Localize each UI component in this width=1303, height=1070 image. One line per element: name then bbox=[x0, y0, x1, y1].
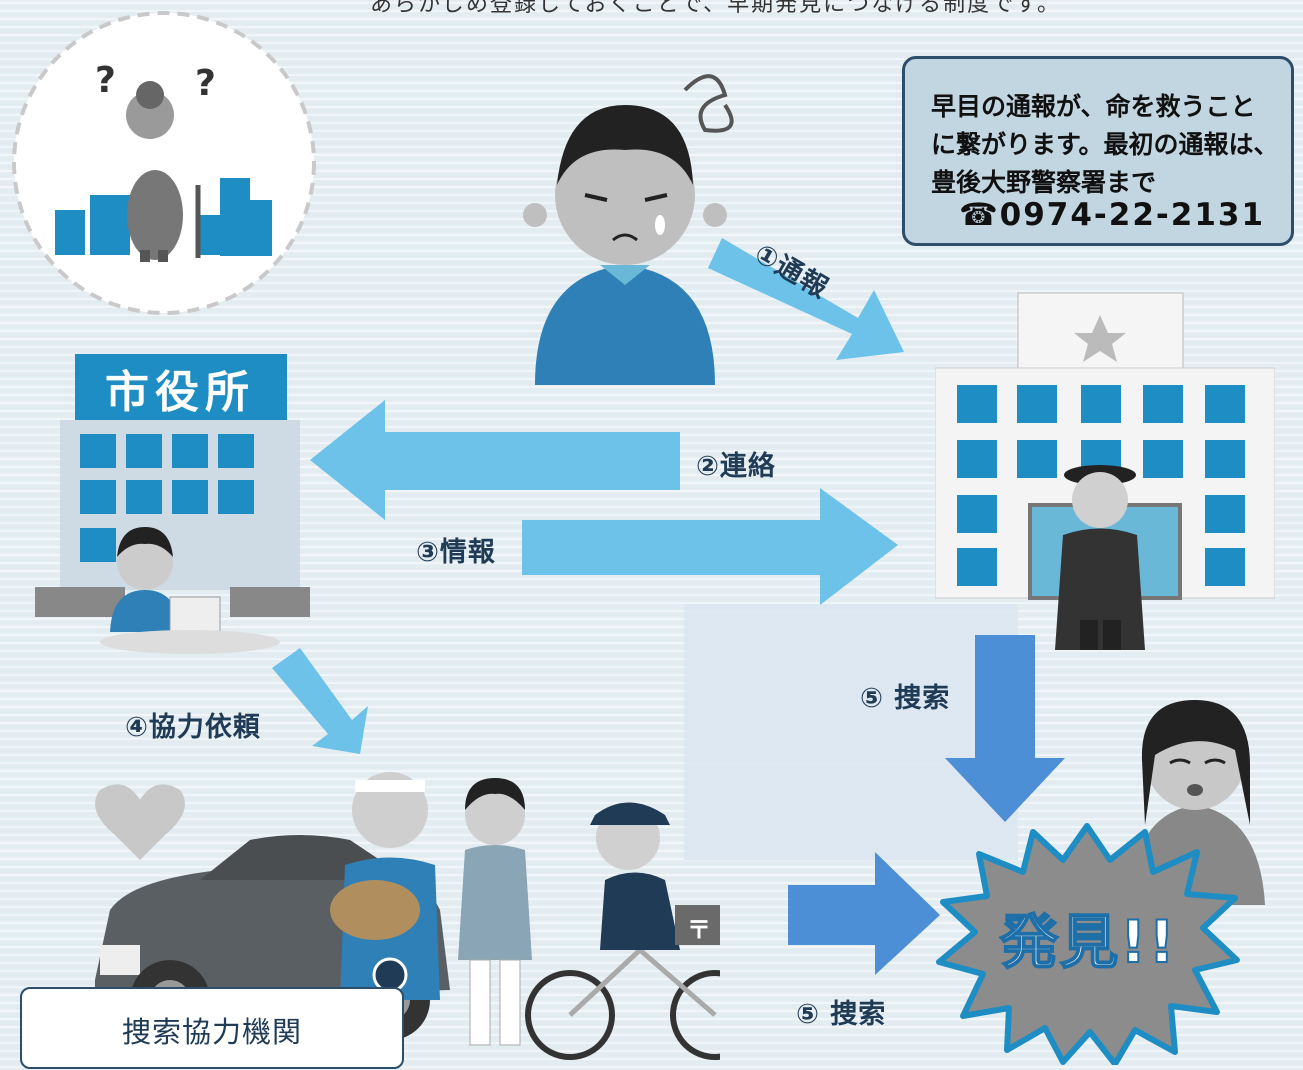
notice-line-3: 豊後大野警察署まで bbox=[931, 168, 1157, 197]
search-down-arrow bbox=[945, 635, 1065, 822]
phone-number: 0974-22-2131 bbox=[999, 197, 1266, 233]
found-text: 発見!! bbox=[999, 907, 1177, 977]
notice-phone[interactable]: ☎0974-22-2131 bbox=[959, 197, 1265, 233]
notice-line-1: 早目の通報が、命を救うこと bbox=[931, 92, 1256, 121]
svg-text:〒: 〒 bbox=[687, 916, 711, 944]
svg-text:?: ? bbox=[95, 60, 116, 101]
info-arrow bbox=[522, 488, 898, 605]
search-label-police: ⑤ 捜索 bbox=[860, 683, 951, 714]
phone-icon: ☎ bbox=[959, 197, 1000, 233]
notice-line-2: に繋がります。最初の通報は、 bbox=[931, 130, 1279, 159]
contact-label: ②連絡 bbox=[696, 451, 776, 482]
police-station-illustration bbox=[935, 292, 1275, 650]
request-arrow bbox=[272, 648, 368, 754]
request-label: ④協力依頼 bbox=[125, 712, 261, 743]
elderly-wandering-illustration: ? ? bbox=[12, 11, 316, 315]
search-right-arrow bbox=[788, 852, 940, 975]
city-hall-illustration bbox=[35, 354, 310, 654]
worried-person-illustration bbox=[523, 74, 734, 385]
search-label-agency: ⑤ 捜索 bbox=[796, 999, 887, 1030]
early-report-notice: 早目の通報が、命を救うこと に繋がります。最初の通報は、 豊後大野警察署まで ☎… bbox=[902, 56, 1294, 246]
contact-arrow bbox=[310, 400, 680, 520]
city-hall-sign: 市役所 bbox=[105, 367, 255, 418]
search-panel bbox=[684, 604, 1018, 860]
found-burst bbox=[936, 823, 1240, 1065]
search-agency-label-box: 捜索協力機関 bbox=[20, 987, 404, 1069]
info-label: ③情報 bbox=[416, 537, 496, 568]
top-caption: あらかじめ登録しておくことで、早期発見につなげる制度です。 bbox=[370, 0, 1061, 17]
report-arrow bbox=[708, 238, 904, 360]
search-agency-label: 捜索協力機関 bbox=[121, 1015, 302, 1049]
svg-text:?: ? bbox=[195, 63, 216, 104]
